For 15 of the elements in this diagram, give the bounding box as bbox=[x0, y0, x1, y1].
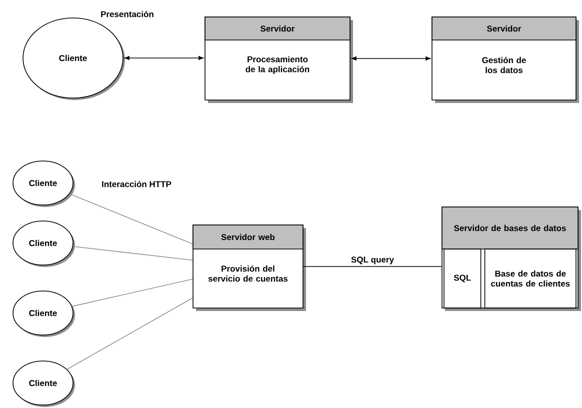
table-cell: SQL bbox=[444, 248, 482, 308]
connector bbox=[66, 298, 193, 370]
server-box: Servidor web Provisión del servicio de cuentas bbox=[192, 224, 306, 311]
connector bbox=[72, 278, 193, 307]
connector bbox=[124, 56, 204, 60]
connector bbox=[69, 194, 193, 244]
connector bbox=[72, 246, 193, 261]
edge-label: SQL query bbox=[350, 256, 395, 266]
label: Interacción HTTP bbox=[102, 180, 172, 188]
server-box: Servidor Gestión de los datos bbox=[432, 16, 579, 103]
label: Presentación bbox=[101, 10, 154, 18]
table-cell: Base de datos de cuentas de clientes bbox=[484, 248, 576, 308]
connector bbox=[303, 266, 442, 267]
connector bbox=[352, 56, 431, 60]
server-box: Servidor Procesamiento de la aplicación bbox=[204, 16, 353, 103]
